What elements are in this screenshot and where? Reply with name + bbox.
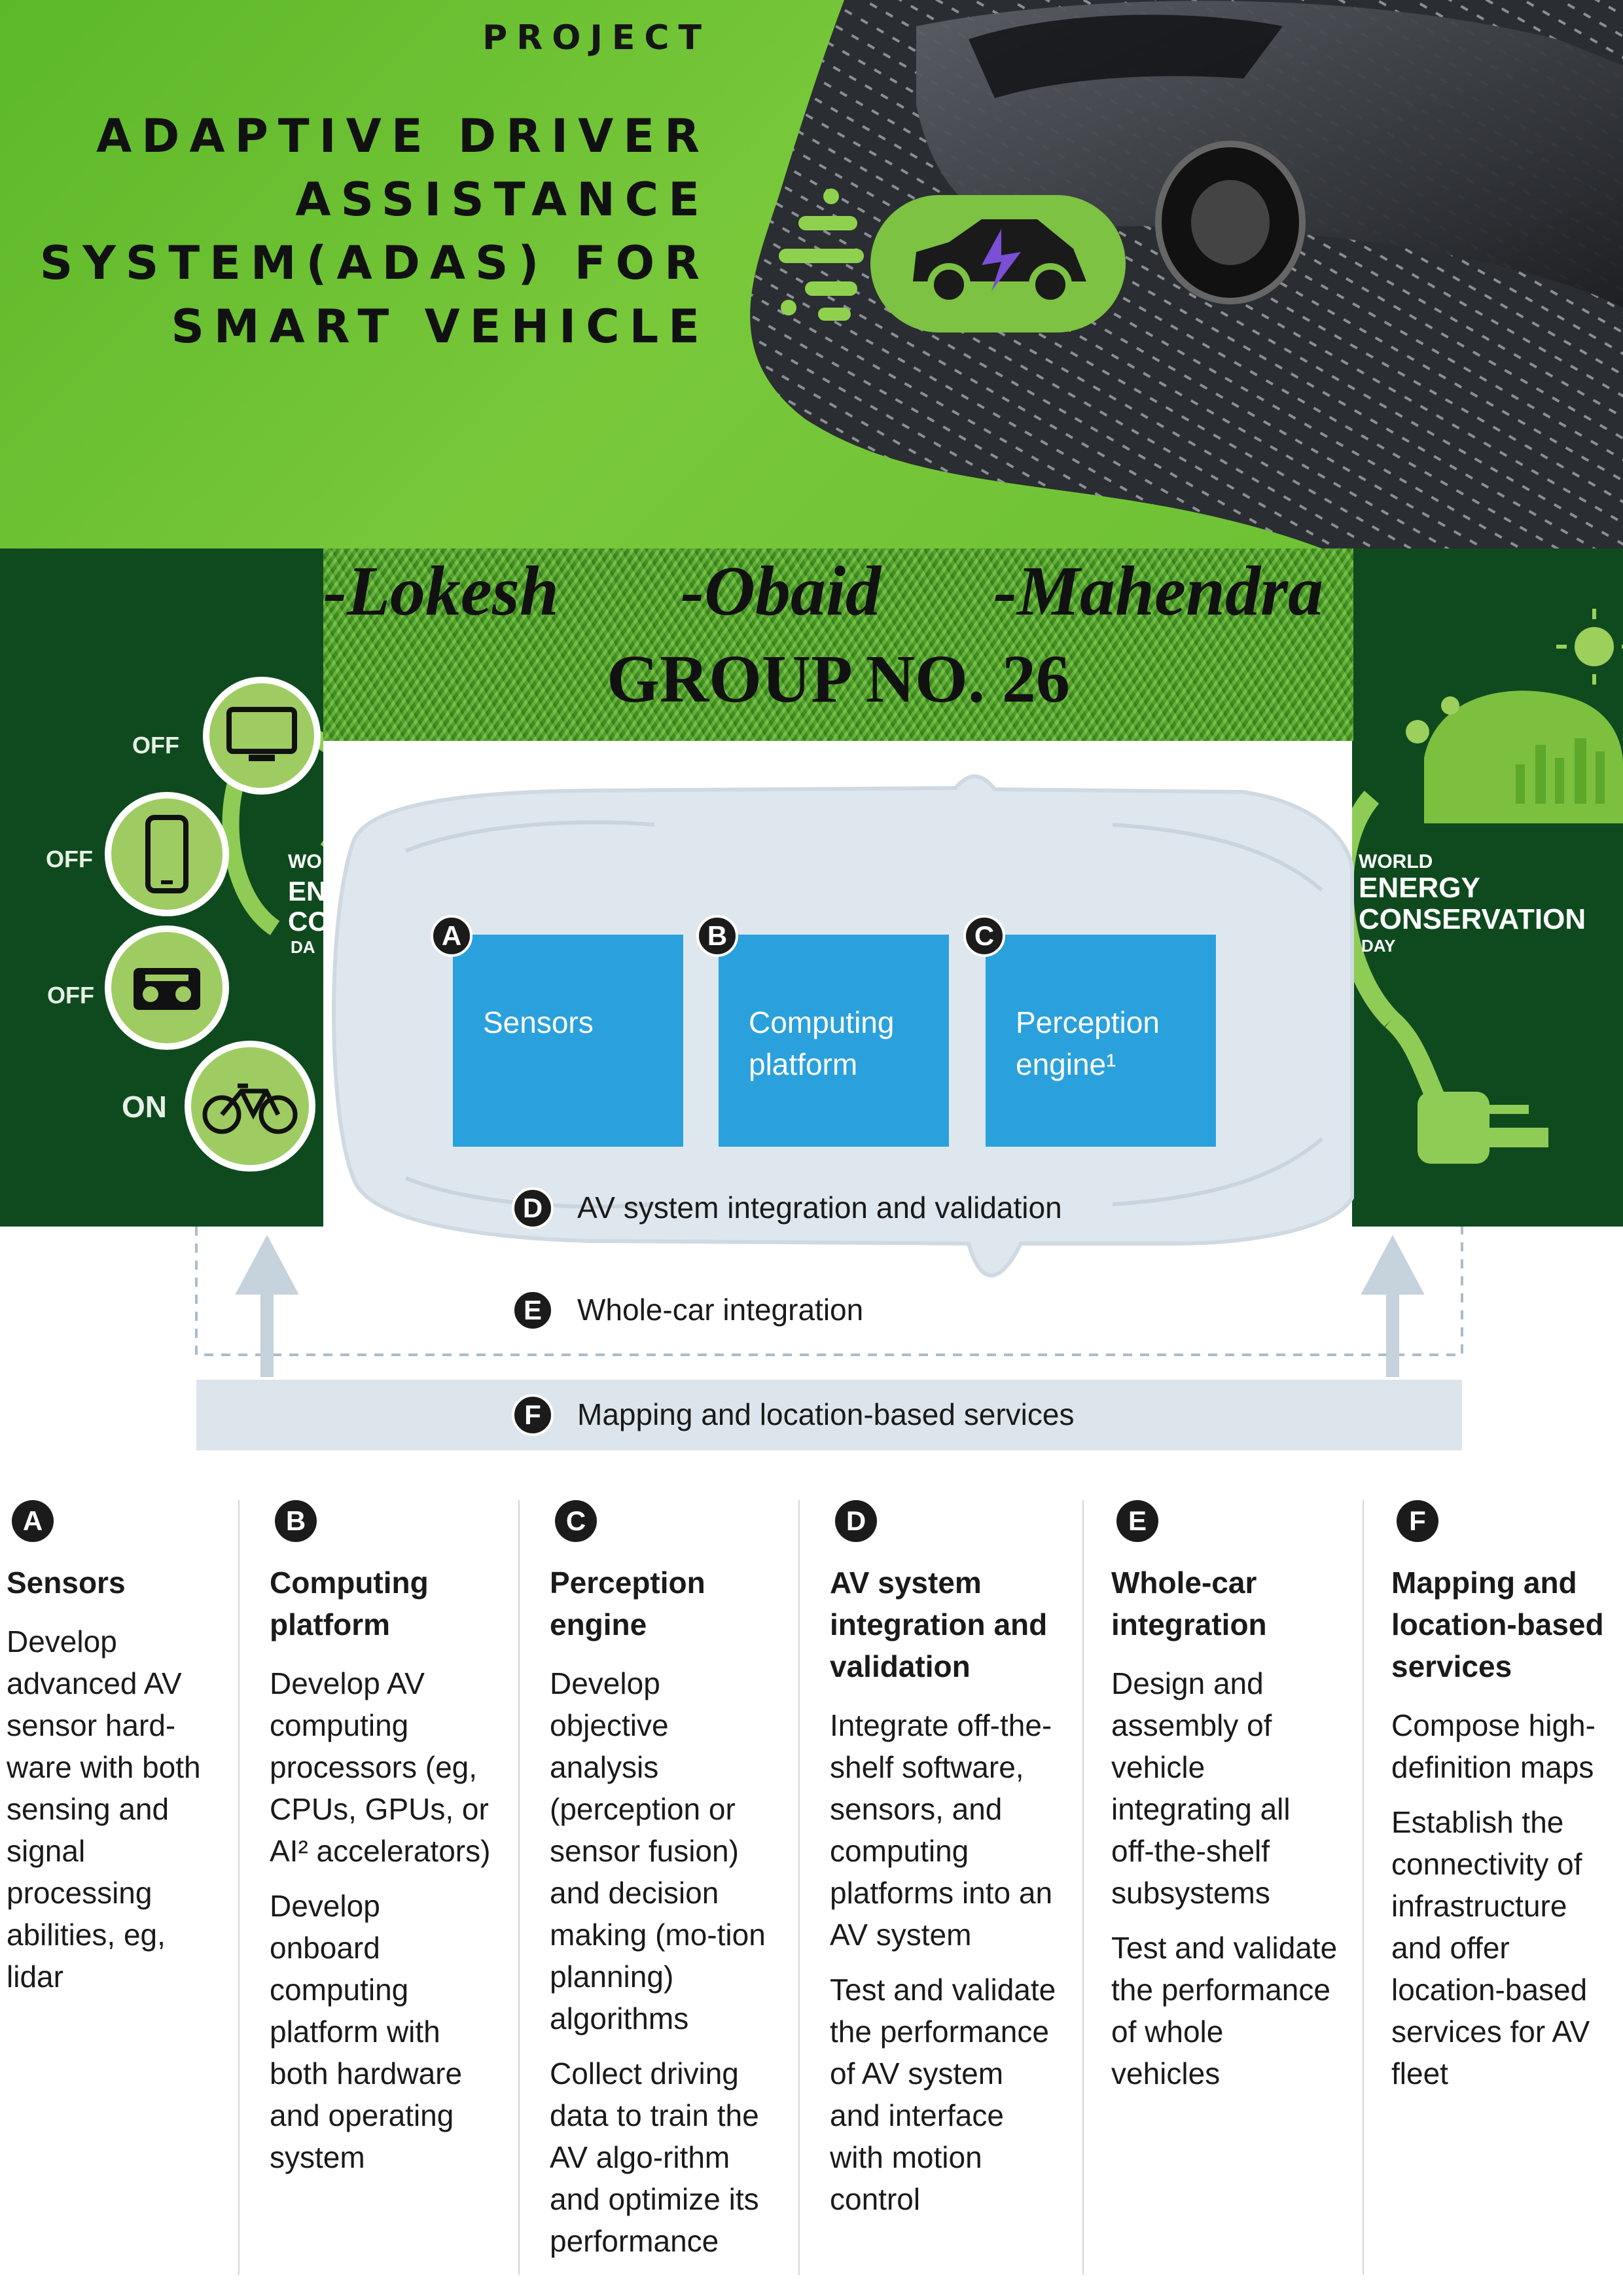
- bicycle-icon: [185, 1041, 315, 1172]
- column-text-mapping-1: Compose high-definition maps: [1391, 1708, 1596, 1784]
- column-text-perception-1: Develop objective analysis (perception o…: [550, 1666, 766, 2036]
- column-text-av-system-2: Test and validate the performance of AV …: [830, 1973, 1056, 2216]
- box-perception-engine: Perception engine¹: [986, 935, 1216, 1147]
- column-text-mapping-2: Establish the connectivity of infrastruc…: [1391, 1805, 1590, 2090]
- column-title-computing: Computing platform: [270, 1566, 429, 1641]
- band-mapping: [196, 1380, 1462, 1450]
- box-perception-label-1: Perception: [1016, 1005, 1160, 1039]
- group-number: GROUP NO. 26: [607, 641, 1070, 717]
- column-badge-f: F: [1397, 1500, 1438, 1542]
- state-label-tv: OFF: [132, 732, 179, 759]
- column-sensors: A Sensors Develop advanced AV sensor har…: [7, 1500, 216, 2011]
- box-computing-label-2: platform: [749, 1047, 858, 1081]
- radio-icon: [105, 925, 229, 1050]
- box-perception-label-2: engine¹: [1016, 1047, 1116, 1081]
- partial-label-1: WO: [288, 851, 322, 872]
- grass-texture: [323, 548, 1353, 741]
- energy-label-conservation: CONSERVATION: [1359, 903, 1586, 935]
- partial-label-2: EN: [288, 876, 323, 906]
- column-divider: [518, 1500, 520, 2275]
- column-text-computing-2: Develop onboard computing platform with …: [270, 1889, 463, 2174]
- column-text-whole-car-1: Design and assembly of vehicle integrati…: [1111, 1666, 1291, 1910]
- badge-a: A: [431, 915, 473, 957]
- column-computing-platform: B Computing platform Develop AV computin…: [270, 1500, 492, 2191]
- title-line-1: ADAPTIVE DRIVER: [96, 109, 709, 163]
- column-perception-engine: C Perception engine Develop objective an…: [550, 1500, 779, 2275]
- energy-label-day: DAY: [1361, 936, 1396, 956]
- badge-b: B: [696, 915, 738, 957]
- title-line-3: SYSTEM(ADAS) FOR: [39, 236, 709, 290]
- column-title-perception: Perception engine: [550, 1566, 705, 1641]
- column-badge-e: E: [1116, 1500, 1158, 1542]
- column-title-mapping: Mapping and location-based services: [1391, 1566, 1604, 1683]
- column-divider: [798, 1500, 800, 2275]
- state-label-radio: OFF: [47, 982, 94, 1009]
- column-badge-c: C: [555, 1500, 597, 1542]
- header-banner: PROJECT ADAPTIVE DRIVER ASSISTANCE SYSTE…: [0, 0, 1623, 548]
- state-label-bicycle: ON: [122, 1090, 167, 1124]
- box-computing-label-1: Computing: [749, 1005, 895, 1039]
- panel-right-graphic: [1352, 609, 1623, 1164]
- column-whole-car: E Whole-car integration Design and assem…: [1111, 1500, 1340, 2108]
- column-text-perception-2: Collect driving data to train the AV alg…: [550, 2056, 759, 2258]
- column-text-computing-1: Develop AV computing processors (eg, CPU…: [270, 1666, 491, 1868]
- column-title-sensors: Sensors: [7, 1566, 126, 1600]
- project-label: PROJECT: [482, 18, 711, 58]
- badge-f: F: [512, 1394, 554, 1436]
- band-label-mapping: Mapping and location-based services: [577, 1397, 1075, 1431]
- box-sensors: Sensors: [453, 935, 683, 1147]
- partial-label-4: DA: [291, 937, 315, 957]
- band-label-av-system: AV system integration and validation: [577, 1191, 1062, 1225]
- badge-d: D: [512, 1187, 554, 1229]
- energy-label-energy: ENERGY: [1359, 872, 1480, 904]
- energy-panel-left: OFF OFF OFF ON WO EN CO DA: [0, 548, 323, 1227]
- column-av-system: D AV system integration and validation I…: [830, 1500, 1059, 2233]
- phone-icon: [105, 792, 229, 916]
- column-divider: [1363, 1500, 1364, 2275]
- column-divider: [1082, 1500, 1084, 2275]
- car-graphic: [750, 0, 1623, 548]
- author-lokesh: -Lokesh: [323, 552, 559, 630]
- box-sensors-label-1: Sensors: [483, 1005, 594, 1039]
- badge-c: C: [963, 915, 1005, 957]
- badge-e: E: [512, 1289, 554, 1331]
- column-badge-a: A: [12, 1500, 54, 1542]
- box-computing-platform: Computing platform: [719, 935, 949, 1147]
- energy-panel-right: WORLD ENERGY CONSERVATION DAY: [1352, 548, 1623, 1227]
- author-mahendra: -Mahendra: [993, 552, 1324, 630]
- column-title-av-system: AV system integration and validation: [830, 1566, 1048, 1683]
- state-label-phone: OFF: [46, 846, 93, 872]
- tv-icon: [203, 677, 321, 795]
- energy-label-world: WORLD: [1359, 851, 1433, 872]
- column-badge-b: B: [275, 1500, 317, 1542]
- title-line-4: SMART VEHICLE: [171, 300, 709, 353]
- column-title-whole-car: Whole-car integration: [1111, 1566, 1267, 1641]
- column-mapping: F Mapping and location-based services Co…: [1391, 1500, 1620, 2108]
- title-line-2: ASSISTANCE: [295, 173, 709, 226]
- column-text-sensors-1: Develop advanced AV sensor hard-ware wit…: [7, 1624, 201, 1994]
- column-text-whole-car-2: Test and validate the performance of who…: [1111, 1931, 1338, 2090]
- column-badge-d: D: [835, 1500, 877, 1542]
- page-title: ADAPTIVE DRIVER ASSISTANCE SYSTEM(ADAS) …: [40, 105, 709, 359]
- authors-banner: -Lokesh -Obaid -Mahendra GROUP NO. 26: [323, 548, 1353, 741]
- column-text-av-system-1: Integrate off-the-shelf software, sensor…: [830, 1708, 1053, 1952]
- column-divider: [238, 1500, 240, 2275]
- band-label-whole-car: Whole-car integration: [577, 1293, 864, 1327]
- partial-label-3: CO: [288, 906, 323, 937]
- author-obaid: -Obaid: [681, 552, 881, 630]
